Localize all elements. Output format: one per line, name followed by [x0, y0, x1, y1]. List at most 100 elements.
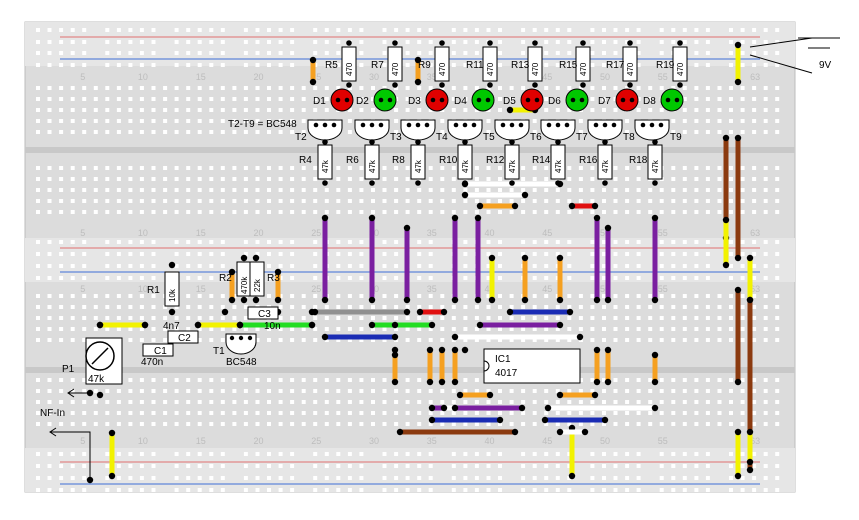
resistor-r1: 10k R1 — [147, 271, 180, 307]
r1-value: 10k — [168, 288, 177, 302]
led-label: D3 — [408, 96, 421, 107]
column-number: 15 — [196, 284, 206, 294]
jumper-wires — [96, 41, 754, 480]
column-number: 20 — [254, 72, 264, 82]
transistor-label: T4 — [436, 132, 448, 143]
r2-label: R2 — [219, 273, 232, 284]
c1-value: 470n — [141, 357, 163, 368]
transistor-t9: T9 — [634, 119, 682, 143]
resistor-label: R7 — [371, 60, 384, 71]
resistor-value: 470 — [438, 62, 447, 76]
column-number: 15 — [196, 436, 206, 446]
column-number: 40 — [485, 228, 495, 238]
resistor-label: R14 — [532, 155, 551, 166]
transistor-label: T7 — [576, 132, 588, 143]
column-number: 10 — [138, 436, 148, 446]
breadboard-holes — [36, 28, 780, 492]
resistor-r7: 470 R7 — [371, 40, 403, 88]
column-number: 30 — [369, 72, 379, 82]
led-d8: D8 — [643, 88, 684, 112]
t1-type: BC548 — [226, 357, 257, 368]
column-number: 63 — [750, 72, 760, 82]
column-number: 40 — [485, 436, 495, 446]
transistor-t1: T1 BC548 — [213, 333, 257, 368]
column-number: 55 — [658, 284, 668, 294]
t1-label: T1 — [213, 346, 225, 357]
c1-label: C1 — [154, 346, 167, 357]
led-d3: D3 — [408, 88, 449, 112]
column-number: 45 — [542, 284, 552, 294]
column-number: 20 — [254, 228, 264, 238]
nf-in-label: NF-In — [40, 408, 65, 419]
column-number: 25 — [311, 228, 321, 238]
transistor-label: T9 — [670, 132, 682, 143]
resistor-label: R18 — [629, 155, 648, 166]
resistor-value: 47k — [461, 159, 470, 173]
column-number: 63 — [750, 228, 760, 238]
transistor-t5: T5 — [447, 119, 495, 143]
column-number: 50 — [600, 228, 610, 238]
column-number: 35 — [427, 72, 437, 82]
resistor-label: R6 — [346, 155, 359, 166]
transistor-label: T2 — [295, 132, 307, 143]
capacitor-c3: C3 10n — [247, 306, 281, 332]
resistor-value: 470 — [391, 62, 400, 76]
resistor-value: 470 — [626, 62, 635, 76]
c3-label: C3 — [258, 309, 271, 320]
resistor-value: 470 — [486, 62, 495, 76]
column-number: 5 — [80, 436, 85, 446]
resistor-value: 47k — [554, 159, 563, 173]
resistor-r3: 22k R3 — [249, 261, 280, 297]
led-label: D8 — [643, 96, 656, 107]
column-number: 55 — [658, 228, 668, 238]
c2-label: C2 — [178, 333, 191, 344]
column-number: 10 — [138, 72, 148, 82]
column-number: 25 — [311, 72, 321, 82]
column-number: 55 — [658, 436, 668, 446]
capacitor-c1: C1 470n — [141, 343, 174, 368]
column-number: 35 — [427, 284, 437, 294]
column-number: 63 — [750, 284, 760, 294]
resistor-value: 47k — [321, 159, 330, 173]
column-number: 63 — [750, 436, 760, 446]
led-label: D6 — [548, 96, 561, 107]
led-label: D7 — [598, 96, 611, 107]
column-number: 35 — [427, 228, 437, 238]
ic1-4017: IC1 4017 — [483, 348, 581, 384]
resistor-label: R15 — [559, 60, 578, 71]
resistor-value: 470 — [531, 62, 540, 76]
ic1-name: IC1 — [495, 354, 511, 365]
resistor-value: 47k — [414, 159, 423, 173]
column-number: 15 — [196, 72, 206, 82]
resistor-value: 470 — [345, 62, 354, 76]
resistor-r6: 47k R6 — [346, 139, 380, 186]
column-number: 45 — [542, 72, 552, 82]
capacitor-c2: C2 4n7 — [163, 321, 199, 344]
r2-value: 470k — [240, 276, 249, 294]
led-label: D1 — [313, 96, 326, 107]
transistor-label: T6 — [530, 132, 542, 143]
resistor-value: 47k — [651, 159, 660, 173]
column-number: 30 — [369, 436, 379, 446]
transistor-label: T8 — [623, 132, 635, 143]
resistor-value: 47k — [368, 159, 377, 173]
battery-symbol: 9V — [749, 37, 840, 74]
p1-value: 47k — [88, 374, 105, 385]
column-number: 50 — [600, 436, 610, 446]
resistor-label: R19 — [656, 60, 675, 71]
column-number: 20 — [254, 436, 264, 446]
r3-label: R3 — [267, 273, 280, 284]
